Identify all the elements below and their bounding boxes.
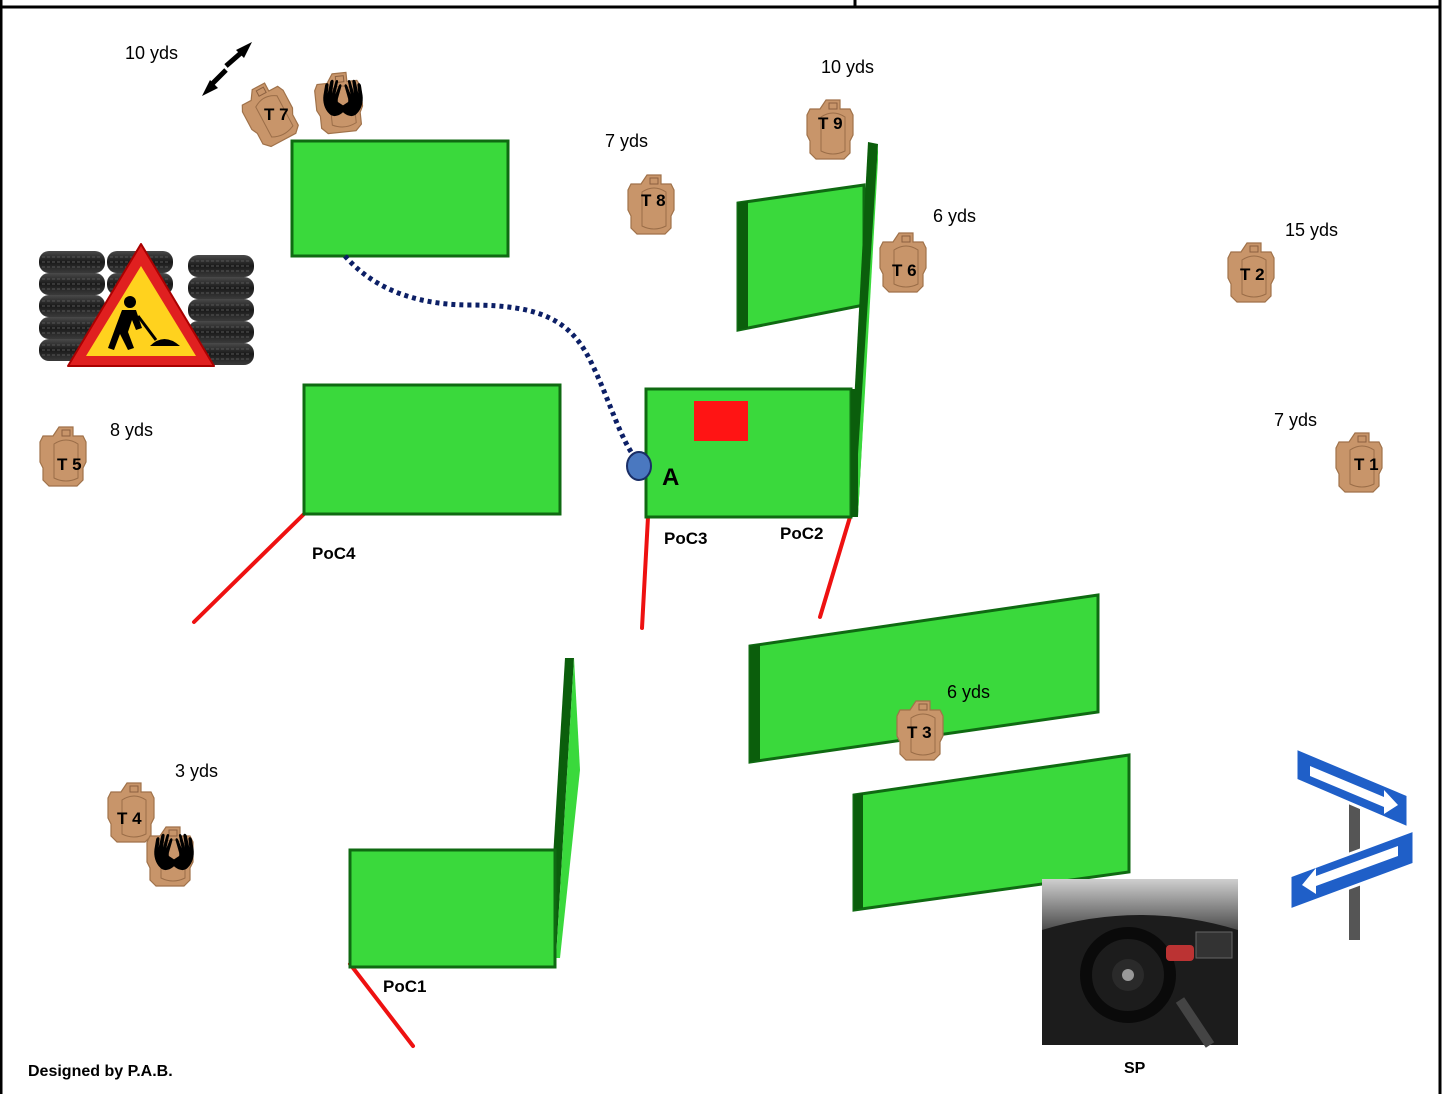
wall-bottom-left-structure (350, 658, 580, 967)
target-t1-label: T 1 (1354, 455, 1379, 474)
target-t9-distance: 10 yds (821, 57, 874, 77)
target-t3-distance: 6 yds (947, 682, 990, 702)
target-t5-distance: 8 yds (110, 420, 153, 440)
target-t6-label: T 6 (892, 261, 917, 280)
target-t1: T 1 (1336, 433, 1382, 492)
direction-sign-icon (1290, 748, 1414, 940)
target-t8: T 8 (628, 175, 674, 234)
wall-top-left (292, 141, 508, 256)
poc2-label: PoC2 (780, 524, 823, 543)
start-position-label: SP (1124, 1060, 1146, 1077)
fault-line-poc4 (194, 514, 304, 622)
point-a-label: A (662, 464, 679, 491)
point-a-marker (627, 452, 651, 480)
target-t9: T 9 (807, 100, 853, 159)
wall-center-structure (646, 142, 878, 517)
poc3-label: PoC3 (664, 529, 707, 548)
poc1-label: PoC1 (383, 977, 426, 996)
target-t2: T 2 (1228, 243, 1274, 302)
target-t2-label: T 2 (1240, 265, 1265, 284)
target-t4: T 4 (108, 783, 194, 886)
no-shoot-t4 (147, 827, 194, 886)
target-t4-label: T 4 (117, 809, 142, 828)
target-t8-label: T 8 (641, 191, 666, 210)
target-t5: T 5 (40, 427, 86, 486)
fault-line-poc3 (642, 517, 648, 628)
target-t1-distance: 7 yds (1274, 410, 1317, 430)
target-t3: T 3 (897, 701, 943, 760)
target-t8-distance: 7 yds (605, 131, 648, 151)
fault-line-poc2 (820, 517, 850, 617)
target-t5-label: T 5 (57, 455, 82, 474)
car-interior-icon (1042, 879, 1238, 1045)
target-t7-label: T 7 (264, 105, 289, 124)
walls (292, 141, 1129, 967)
target-t3-label: T 3 (907, 723, 932, 742)
target-t2-distance: 15 yds (1285, 220, 1338, 240)
target-t7-distance: 10 yds (125, 43, 178, 63)
target-t7: T 7 (235, 71, 365, 151)
target-t6: T 6 (880, 233, 926, 292)
poc4-label: PoC4 (312, 544, 356, 563)
designer-credit: Designed by P.A.B. (28, 1063, 173, 1080)
wall-left-middle (304, 385, 560, 514)
target-t9-label: T 9 (818, 114, 843, 133)
rotate-arrow-icon (202, 42, 252, 96)
target-t6-distance: 6 yds (933, 206, 976, 226)
no-shoot-t7 (313, 71, 365, 134)
marker-red-square (694, 401, 748, 441)
target-t4-distance: 3 yds (175, 761, 218, 781)
